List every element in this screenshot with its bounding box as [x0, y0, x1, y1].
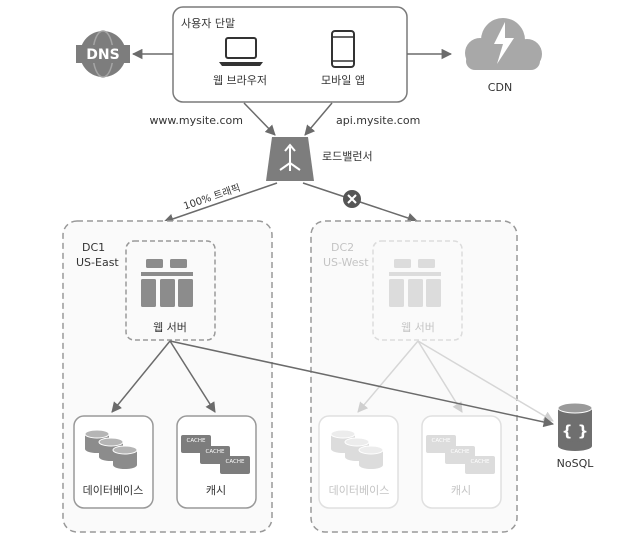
- arrow-web-to-lb: [243, 102, 276, 136]
- domain-api-label: api.mysite.com: [336, 114, 420, 127]
- dc2-cache-tag: CACHE: [432, 438, 451, 444]
- dc2-web-server-icon: [389, 259, 441, 307]
- nosql-database-icon: { }: [557, 402, 593, 451]
- user-terminal-box: 사용자 단말 웹 브라우저 모바일 앱: [172, 6, 408, 103]
- dc2-name: DC2: [331, 241, 354, 254]
- dc2-cache-label: 캐시: [451, 484, 471, 497]
- dc1-cache-tag: CACHE: [206, 449, 225, 455]
- nosql-braces: { }: [562, 422, 589, 440]
- cdn-cloud-icon: [465, 18, 542, 70]
- dc1-database-icon: [84, 429, 138, 469]
- dc1-cache-tag: CACHE: [226, 459, 245, 465]
- dc1-arrow-web-to-nosql: [169, 340, 555, 428]
- dc2-region: US-West: [323, 256, 369, 269]
- dc1-arrow-web-to-cache: [169, 340, 216, 413]
- dc2-database-label: 데이터베이스: [329, 484, 390, 497]
- dc1-cache-tag: CACHE: [187, 438, 206, 444]
- mobile-app-label: 모바일 앱: [321, 73, 365, 87]
- dc2-database-icon: [330, 429, 384, 469]
- dc2-arrow-web-to-db: [357, 340, 419, 413]
- dc2-container: DC2 US-West 웹 서버 데이터베이스: [310, 220, 518, 533]
- dc2-cache-icon: CACHE CACHE CACHE: [426, 435, 495, 474]
- dns-globe-icon: DNS: [76, 30, 130, 78]
- traffic-label: 100% 트래픽: [182, 182, 242, 213]
- dc1-container: DC1 US-East 웹 서버 데이터베이스: [62, 220, 273, 533]
- dc1-web-server-label: 웹 서버: [153, 321, 187, 334]
- dc1-database-label: 데이터베이스: [83, 484, 144, 497]
- user-terminal-title: 사용자 단말: [181, 17, 235, 30]
- domain-web-label: www.mysite.com: [149, 114, 243, 127]
- dc2-arrow-web-to-nosql: [417, 340, 554, 422]
- blocked-x-icon: [343, 190, 361, 208]
- dc2-web-server-label: 웹 서버: [401, 321, 435, 334]
- dc2-arrow-web-to-cache: [417, 340, 463, 413]
- arrow-lb-to-dc1: [163, 182, 278, 224]
- dc1-web-server-box: [125, 240, 216, 341]
- arrow-api-to-lb: [304, 102, 333, 136]
- load-balancer-icon: [266, 137, 314, 181]
- load-balancer-label: 로드밸런서: [322, 150, 373, 163]
- dc1-cache-icon: CACHE CACHE CACHE: [181, 435, 250, 474]
- dc2-web-server-box: [372, 240, 463, 341]
- dc1-region: US-East: [76, 256, 119, 269]
- dc1-cache-label: 캐시: [206, 484, 226, 497]
- dns-label: DNS: [86, 47, 119, 63]
- web-browser-label: 웹 브라우저: [213, 74, 267, 87]
- mobile-phone-icon: [331, 30, 355, 68]
- laptop-icon: [219, 37, 263, 66]
- dc1-name: DC1: [82, 241, 105, 254]
- dc1-web-server-icon: [141, 259, 193, 307]
- cdn-label: CDN: [488, 81, 512, 94]
- dc1-arrow-web-to-db: [111, 340, 171, 413]
- nosql-label: NoSQL: [557, 457, 595, 470]
- dc2-cache-tag: CACHE: [451, 449, 470, 455]
- dc2-cache-tag: CACHE: [471, 459, 490, 465]
